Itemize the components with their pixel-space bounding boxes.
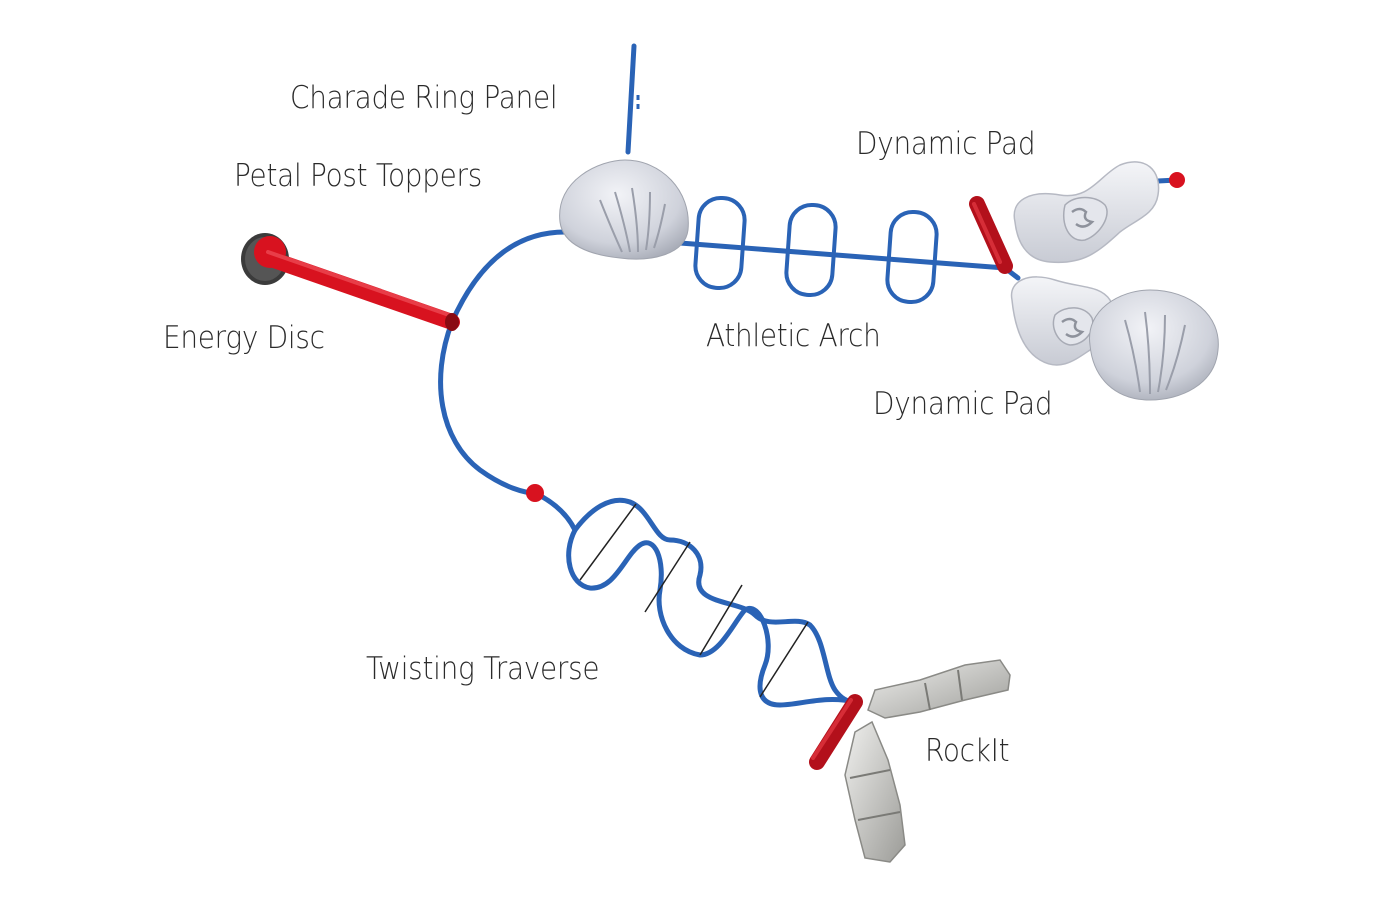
red-post-upper	[969, 196, 1013, 274]
dynamic-pad-top-label: Dynamic Pad	[856, 126, 1036, 162]
charade-ring-panel-label: Charade Ring Panel	[290, 80, 558, 116]
twisting-traverse	[532, 490, 858, 708]
charade-ring-panel-post	[625, 43, 640, 155]
petal-post-toppers-label: Petal Post Toppers	[234, 158, 483, 194]
red-post-lower	[809, 694, 863, 770]
twisting-traverse-label: Twisting Traverse	[366, 651, 600, 687]
petal-post-topper	[559, 159, 689, 260]
dynamic-pad-bottom	[1010, 276, 1219, 401]
dynamic-pad-top	[1013, 161, 1185, 264]
energy-disc-label: Energy Disc	[163, 320, 325, 356]
athletic-arch-label: Athletic Arch	[706, 318, 881, 354]
red-ball-joint	[526, 484, 544, 502]
rockit-label: RockIt	[925, 733, 1010, 769]
athletic-arch	[693, 195, 939, 305]
rockit	[844, 659, 1011, 863]
energy-disc	[241, 233, 460, 331]
dynamic-pad-bottom-label: Dynamic Pad	[873, 386, 1053, 422]
